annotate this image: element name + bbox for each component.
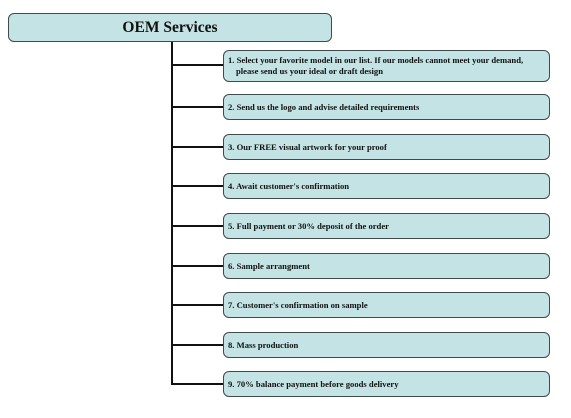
step-7-text: 7. Customer's confirmation on sample bbox=[228, 299, 368, 310]
branch-connector-2 bbox=[171, 106, 223, 108]
step-1-text-line-1: 1. Select your favorite model in our lis… bbox=[228, 55, 524, 65]
step-3-box: 3. Our FREE visual artwork for your proo… bbox=[223, 134, 550, 160]
branch-connector-1 bbox=[171, 64, 223, 66]
step-4-box: 4. Await customer's confirmation bbox=[223, 173, 550, 199]
step-4-text: 4. Await customer's confirmation bbox=[228, 180, 350, 191]
step-6-text: 6. Sample arrangment bbox=[228, 260, 310, 271]
branch-connector-5 bbox=[171, 225, 223, 227]
branch-connector-4 bbox=[171, 185, 223, 187]
branch-connector-3 bbox=[171, 146, 223, 148]
step-3-text: 3. Our FREE visual artwork for your proo… bbox=[228, 141, 387, 152]
branch-connector-8 bbox=[171, 344, 223, 346]
step-9-text: 9. 70% balance payment before goods deli… bbox=[228, 378, 399, 389]
branch-connector-6 bbox=[171, 265, 223, 267]
step-5-text: 5. Full payment or 30% deposit of the or… bbox=[228, 220, 389, 231]
step-2-text: 2. Send us the logo and advise detailed … bbox=[228, 101, 420, 112]
step-8-box: 8. Mass production bbox=[223, 332, 550, 358]
step-1-box: 1. Select your favorite model in our lis… bbox=[223, 50, 550, 82]
step-7-box: 7. Customer's confirmation on sample bbox=[223, 292, 550, 318]
step-8-text: 8. Mass production bbox=[228, 339, 299, 350]
step-2-box: 2. Send us the logo and advise detailed … bbox=[223, 94, 550, 120]
step-9-box: 9. 70% balance payment before goods deli… bbox=[223, 371, 550, 397]
oem-services-title: OEM Services bbox=[8, 13, 332, 42]
branch-connector-7 bbox=[171, 304, 223, 306]
step-5-box: 5. Full payment or 30% deposit of the or… bbox=[223, 213, 550, 239]
step-6-box: 6. Sample arrangment bbox=[223, 253, 550, 279]
branch-connector-9 bbox=[171, 383, 223, 385]
trunk-connector bbox=[171, 42, 173, 385]
step-1-text-line-2: please send us your ideal or draft desig… bbox=[236, 66, 383, 76]
